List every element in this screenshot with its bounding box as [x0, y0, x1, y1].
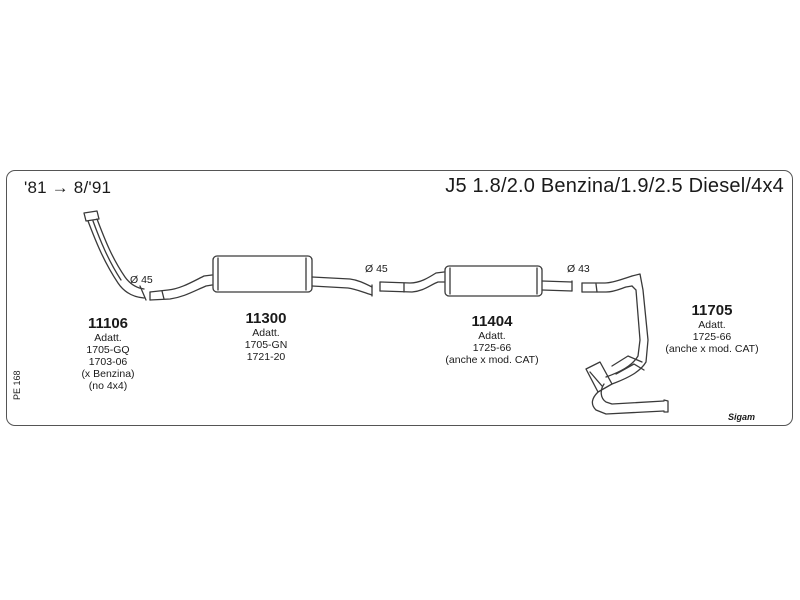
part-detail-line: Adatt.	[478, 330, 506, 342]
connector-pipe-1	[149, 274, 213, 301]
connector-pipe-2	[379, 271, 445, 293]
part-11404-muffler	[444, 265, 573, 297]
part-detail-line: 1721-20	[246, 351, 286, 363]
diameter-label-3: Ø 43	[567, 263, 590, 275]
part-code: 11106	[87, 315, 129, 332]
diameter-label-2: Ø 45	[365, 263, 388, 275]
diameter-label-1: Ø 45	[130, 274, 153, 286]
part-detail-line: (anche x mod. CAT)	[445, 354, 539, 366]
part-code: 11300	[245, 310, 287, 327]
brand-logo: Sigam	[728, 412, 756, 422]
part-11106-downpipe	[83, 210, 147, 301]
part-detail-line: (x Benzina)	[81, 368, 135, 380]
part-11705-rear-section	[581, 273, 669, 415]
part-code: 11404	[471, 313, 513, 330]
part-detail-line: (no 4x4)	[88, 380, 128, 392]
vehicle-model-title: J5 1.8/2.0 Benzina/1.9/2.5 Diesel/4x4	[445, 175, 784, 197]
part-label-11106: 11106 Adatt. 1705-GQ 1703-06 (x Benzina)…	[66, 315, 150, 392]
part-detail-line: (anche x mod. CAT)	[665, 343, 759, 355]
part-code: 11705	[691, 302, 733, 319]
part-detail-line: Adatt.	[698, 319, 726, 331]
year-range: '81 → 8/'91	[24, 178, 112, 197]
diagram-frame	[6, 170, 793, 426]
part-label-11705: 11705 Adatt. 1725-66 (anche x mod. CAT)	[652, 302, 772, 355]
part-detail-line: 1703-06	[88, 356, 128, 368]
part-label-11404: 11404 Adatt. 1725-66 (anche x mod. CAT)	[432, 313, 552, 366]
part-detail-line: 1725-66	[692, 331, 732, 343]
part-detail-line: 1705-GN	[244, 339, 288, 351]
part-detail-line: 1725-66	[472, 342, 512, 354]
part-11300-muffler	[212, 255, 373, 297]
side-code-label: PE 168	[12, 370, 22, 400]
part-detail-line: 1705-GQ	[86, 344, 130, 356]
part-detail-line: Adatt.	[94, 332, 122, 344]
part-label-11300: 11300 Adatt. 1705-GN 1721-20	[224, 310, 308, 363]
part-detail-line: Adatt.	[252, 327, 280, 339]
